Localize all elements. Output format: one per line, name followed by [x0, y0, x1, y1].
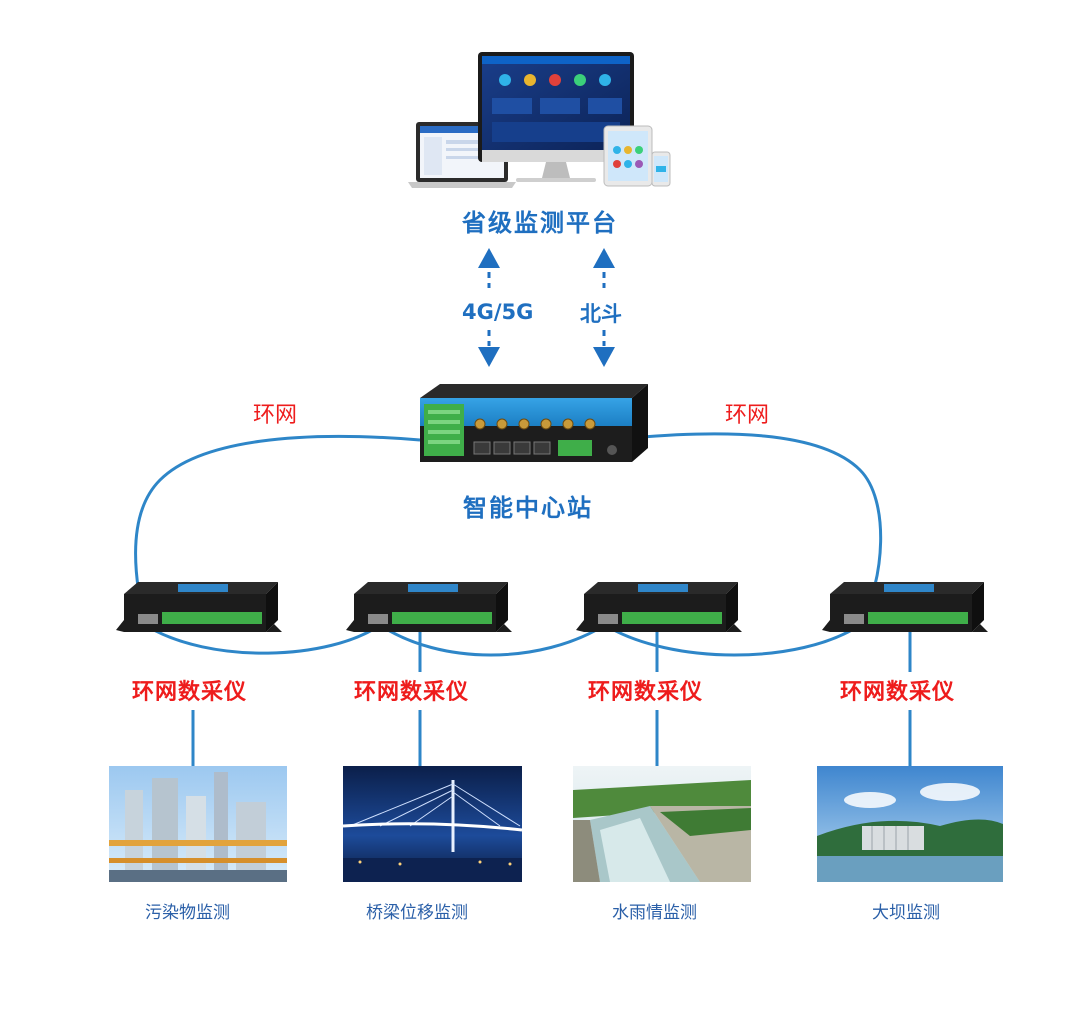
dam-photo: [817, 766, 1003, 882]
water-channel-photo: [573, 766, 751, 882]
collector-device: [576, 582, 742, 632]
beidou-uplink-arrow: [593, 248, 615, 367]
central-station-device: [420, 384, 648, 462]
cellular-link-label: 4G/5G: [462, 300, 534, 324]
ring-label-right: 环网: [725, 403, 770, 428]
platform-devices: [408, 52, 671, 188]
scene-caption: 水雨情监测: [612, 903, 697, 923]
uplink-arrows: [478, 248, 615, 367]
collector-device: [822, 582, 988, 632]
collector-connectors: [191, 632, 912, 766]
scene-caption: 桥梁位移监测: [366, 903, 468, 923]
cellular-uplink-arrow: [478, 248, 500, 367]
ring-label-left: 环网: [253, 403, 298, 428]
central-station-title: 智能中心站: [463, 494, 593, 522]
ring-network-line: [134, 432, 883, 657]
collector-device: [346, 582, 512, 632]
collector-label: 环网数采仪: [132, 680, 248, 705]
chemical-plant-photo: [109, 766, 287, 882]
collector-label: 环网数采仪: [588, 680, 704, 705]
tablet-icon: [603, 125, 653, 187]
collector-label: 环网数采仪: [354, 680, 470, 705]
scene-caption: 大坝监测: [872, 903, 940, 923]
collector-devices: [116, 582, 988, 632]
collector-label: 环网数采仪: [840, 680, 956, 705]
platform-title: 省级监测平台: [462, 209, 618, 237]
phone-icon: [651, 151, 671, 187]
bridge-photo: [342, 766, 523, 882]
collector-device: [116, 582, 282, 632]
beidou-link-label: 北斗: [580, 302, 622, 326]
scene-caption: 污染物监测: [145, 903, 230, 923]
